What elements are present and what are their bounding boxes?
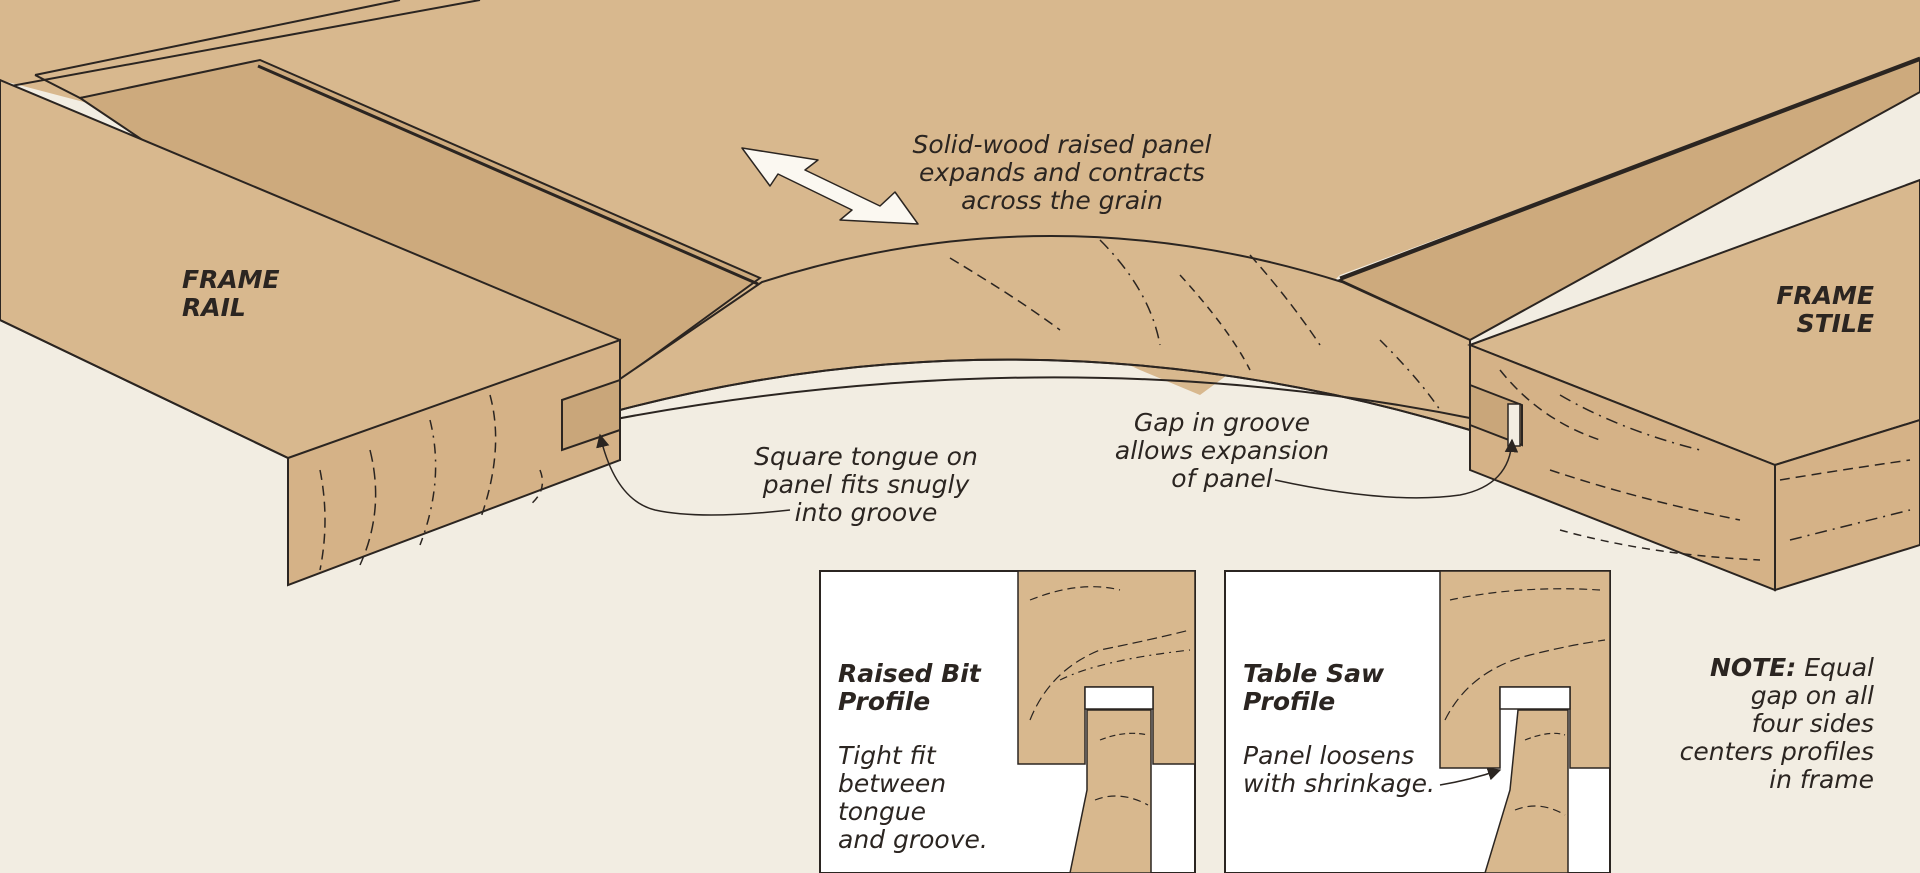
inset-table-saw	[1224, 570, 1611, 873]
tongue-label: Square tongue on panel fits snugly into …	[754, 442, 978, 527]
inset1-title: Raised Bit Profile	[838, 659, 981, 716]
frame-stile-block	[1467, 178, 1920, 592]
note-body: Equal gap on all four sides centers prof…	[1679, 653, 1874, 794]
note-text: NOTE: Equal gap on all four sides center…	[1610, 626, 1874, 794]
panel-top-surface	[0, 0, 1920, 395]
leader-tongue	[596, 433, 791, 516]
gap-label: Gap in groove allows expansion of panel	[1114, 408, 1330, 493]
inset2-caption: Panel loosens with shrinkage.	[1243, 741, 1435, 798]
frame-stile-label: FRAME STILE	[1776, 281, 1874, 338]
double-arrow-icon	[741, 147, 919, 225]
frame-rail-label: FRAME RAIL	[182, 265, 280, 322]
frame-rail-block	[0, 78, 621, 587]
inset-raised-bit	[819, 570, 1196, 873]
panel-field-arch	[559, 235, 1481, 432]
inset1-caption: Tight fit between tongue and groove.	[838, 741, 988, 854]
panel-expansion-label: Solid-wood raised panel expands and cont…	[912, 130, 1212, 215]
note-lead: NOTE:	[1709, 653, 1797, 682]
leader-gap	[1274, 438, 1519, 499]
inset2-title: Table Saw Profile	[1243, 659, 1385, 716]
